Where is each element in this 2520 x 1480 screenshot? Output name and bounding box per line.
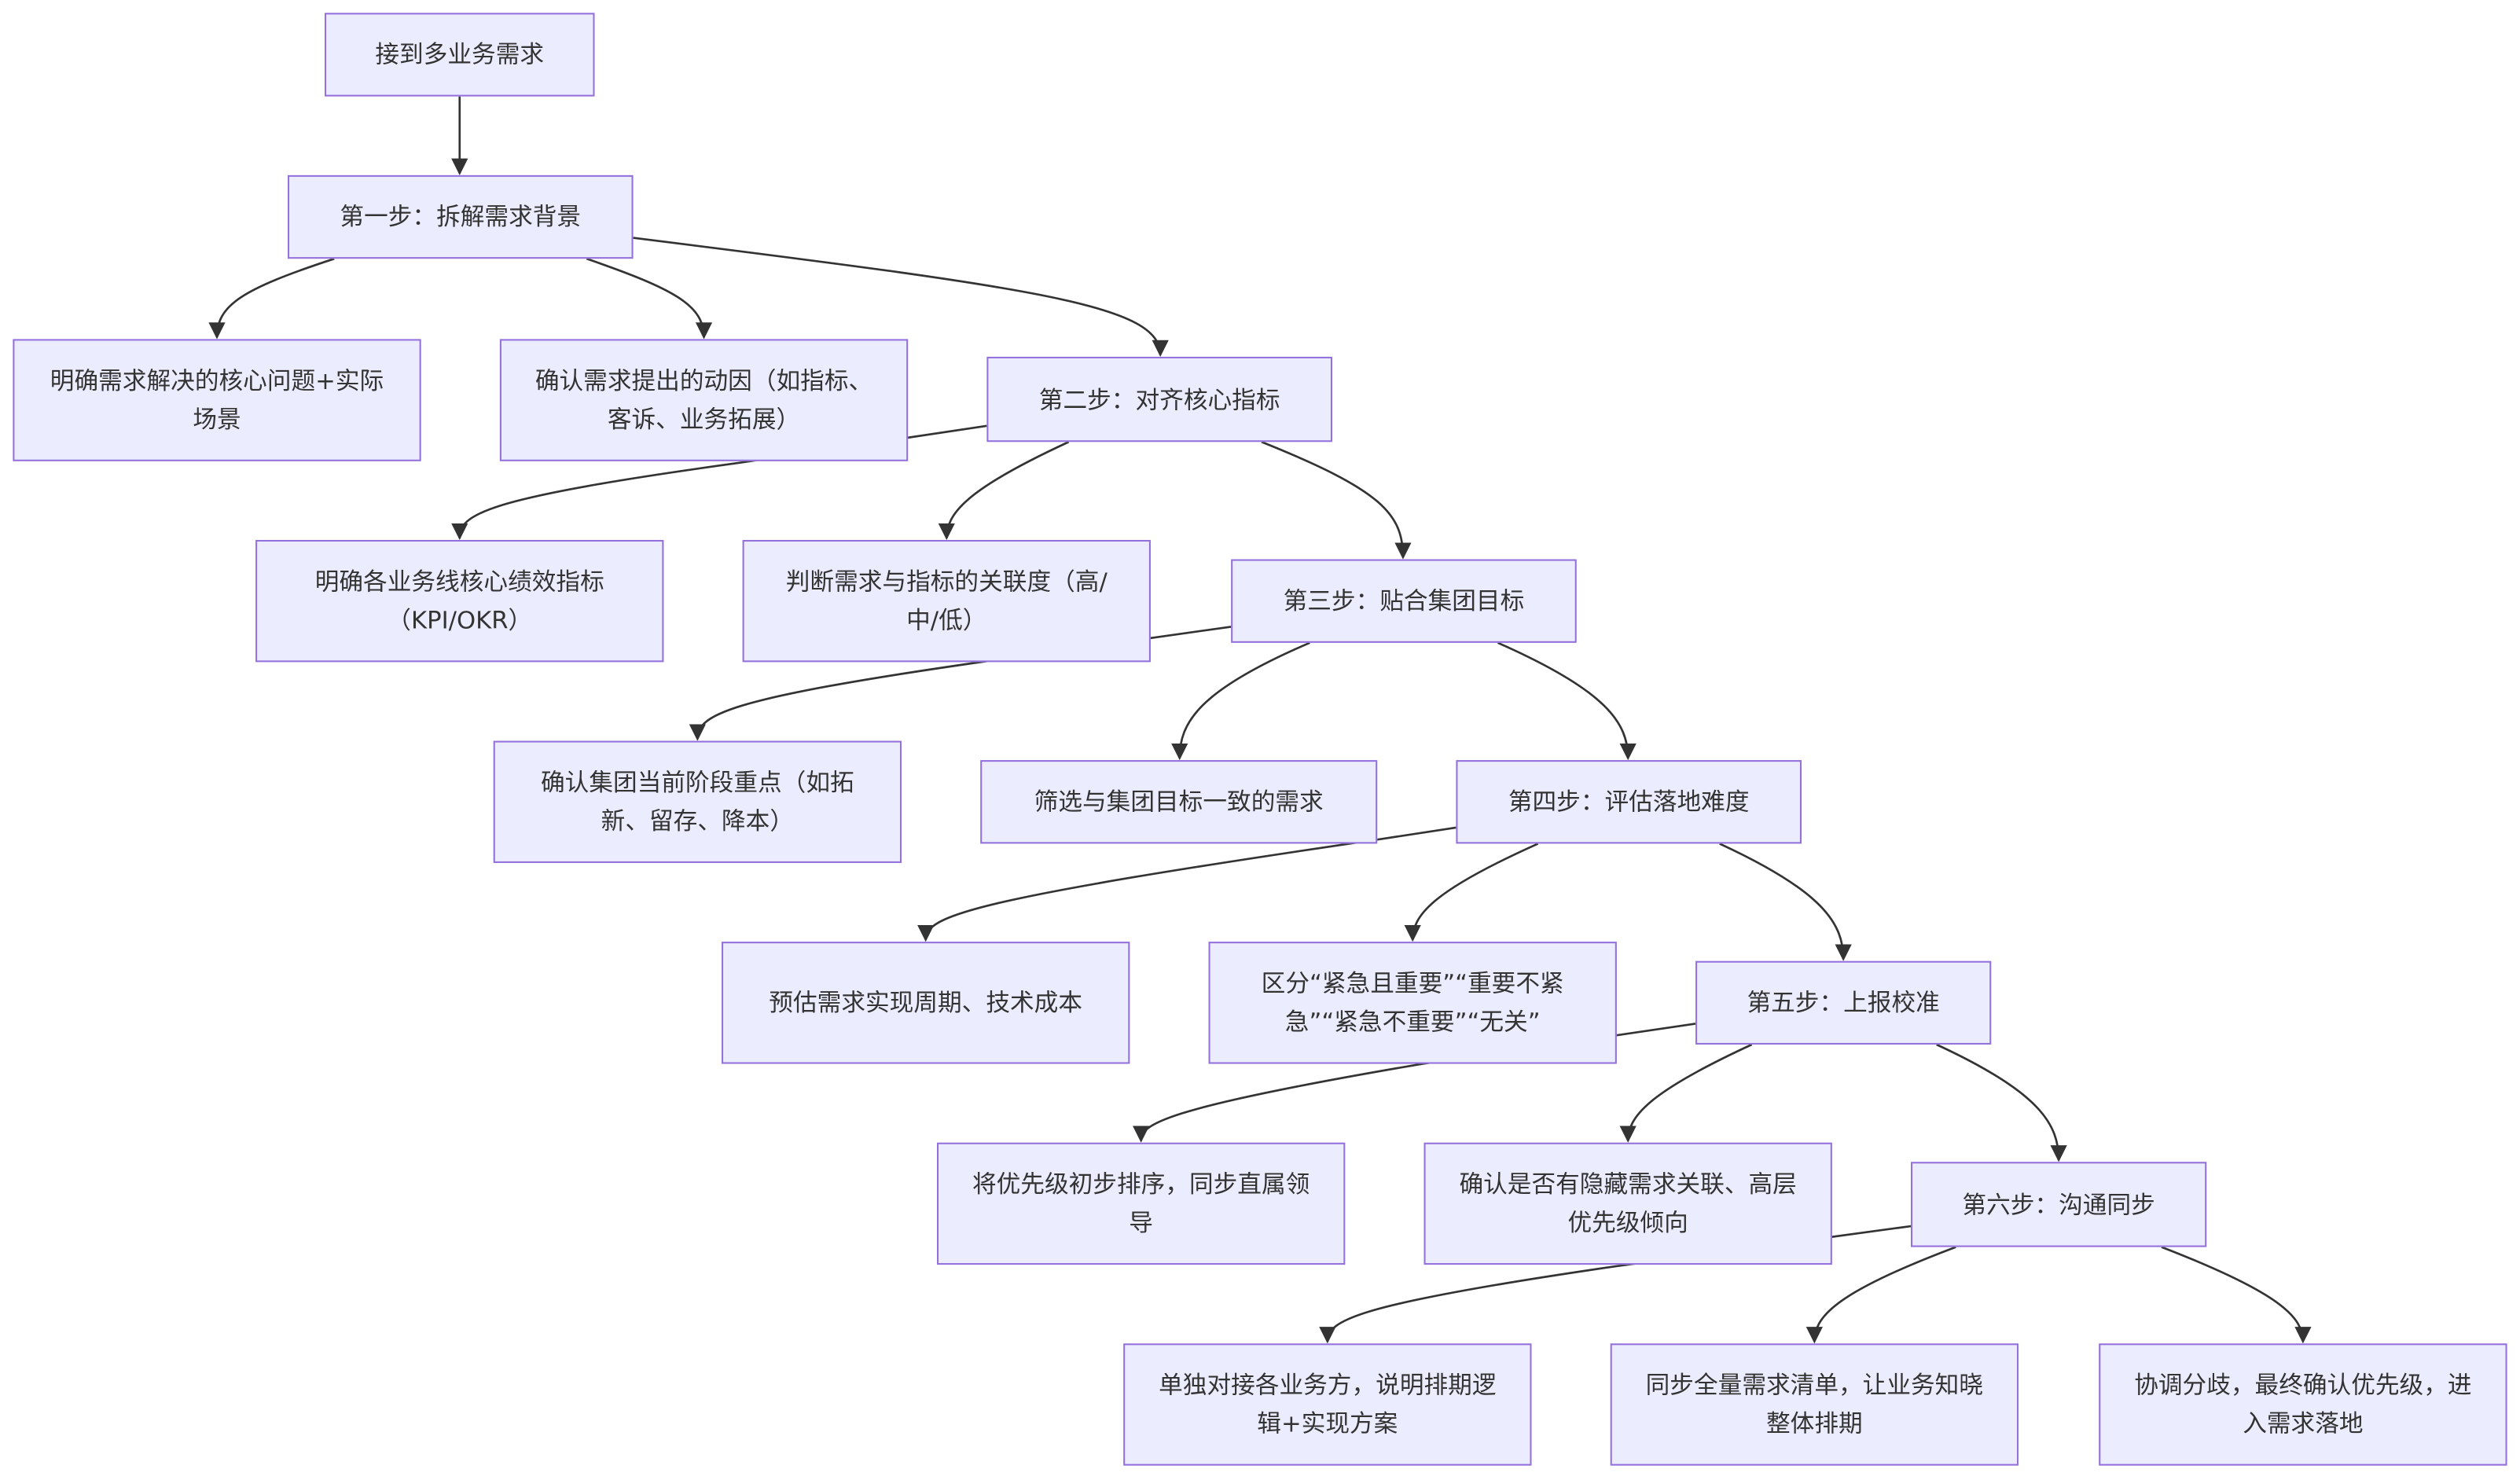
node-step5: 第五步：上报校准 — [1695, 960, 1992, 1045]
node-f1: 单独对接各业务方，说明排期逻辑+实现方案 — [1123, 1343, 1532, 1466]
edge-step5-to-step6 — [1936, 1043, 2067, 1162]
node-d1: 预估需求实现周期、技术成本 — [722, 942, 1130, 1064]
node-label: 明确需求解决的核心问题+实际场景 — [50, 366, 384, 435]
node-label: 同步全量需求清单，让业务知晓整体排期 — [1645, 1371, 1984, 1438]
node-e1: 将优先级初步排序，同步直属领导 — [937, 1142, 1346, 1265]
edge-step4-to-d1 — [917, 826, 1457, 942]
node-c2: 筛选与集团目标一致的需求 — [980, 760, 1378, 844]
edge-step2-to-b1 — [451, 424, 987, 541]
edge-step4-to-d2 — [1404, 843, 1539, 942]
node-step4: 第四步：评估落地难度 — [1456, 760, 1802, 844]
node-b1: 明确各业务线核心绩效指标（KPI/OKR） — [255, 539, 664, 663]
edge-step4-to-step5 — [1719, 843, 1852, 961]
edge-step6-to-f2 — [1806, 1246, 1956, 1344]
edge-step2-to-b2 — [938, 441, 1070, 541]
node-label: 预估需求实现周期、技术成本 — [769, 988, 1083, 1018]
node-label: 将优先级初步排序，同步直属领导 — [972, 1170, 1310, 1238]
node-d2: 区分“紧急且重要”“重要不紧急”“紧急不重要”“无关” — [1208, 942, 1617, 1064]
edge-step3-to-c2 — [1171, 641, 1310, 761]
edge-step6-to-f3 — [2161, 1246, 2312, 1344]
node-label: 第六步：沟通同步 — [1962, 1190, 2155, 1219]
node-c1: 确认集团当前阶段重点（如拓新、留存、降本） — [493, 740, 902, 863]
node-root: 接到多业务需求 — [325, 13, 595, 97]
node-step2: 第二步：对齐核心指标 — [986, 356, 1332, 443]
edge-step6-to-f1 — [1319, 1225, 1912, 1344]
node-label: 接到多业务需求 — [375, 40, 545, 69]
edge-step2-to-step3 — [1261, 441, 1412, 560]
edge-step1-to-a2 — [586, 257, 713, 340]
node-label: 第一步：拆解需求背景 — [340, 202, 582, 232]
edge-step3-to-c1 — [689, 626, 1232, 741]
node-e2: 确认是否有隐藏需求关联、高层优先级倾向 — [1423, 1142, 1832, 1265]
node-b2: 判断需求与指标的关联度（高/中/低） — [742, 539, 1151, 663]
node-f3: 协调分歧，最终确认优先级，进入需求落地 — [2099, 1343, 2507, 1466]
node-f2: 同步全量需求清单，让业务知晓整体排期 — [1610, 1343, 2019, 1466]
edge-step5-to-e1 — [1133, 1023, 1696, 1143]
node-label: 判断需求与指标的关联度（高/中/低） — [785, 567, 1108, 635]
edge-step5-to-e2 — [1619, 1043, 1753, 1143]
edge-step3-to-step4 — [1497, 641, 1637, 761]
node-label: 确认需求提出的动因（如指标、客诉、业务拓展） — [534, 366, 873, 435]
node-label: 第四步：评估落地难度 — [1508, 787, 1750, 817]
node-label: 筛选与集团目标一致的需求 — [1034, 787, 1324, 817]
node-a1: 明确需求解决的核心问题+实际场景 — [13, 339, 421, 461]
node-step1: 第一步：拆解需求背景 — [287, 174, 634, 259]
node-step3: 第三步：贴合集团目标 — [1231, 559, 1577, 643]
node-step6: 第六步：沟通同步 — [1911, 1162, 2207, 1247]
node-label: 第三步：贴合集团目标 — [1283, 586, 1525, 616]
node-label: 第五步：上报校准 — [1747, 988, 1940, 1018]
edge-step1-to-a1 — [208, 257, 335, 340]
node-label: 协调分歧，最终确认优先级，进入需求落地 — [2134, 1371, 2472, 1438]
node-label: 单独对接各业务方，说明排期逻辑+实现方案 — [1159, 1371, 1497, 1438]
node-label: 确认集团当前阶段重点（如拓新、留存、降本） — [540, 768, 854, 836]
node-label: 区分“紧急且重要”“重要不紧急”“紧急不重要”“无关” — [1261, 968, 1564, 1037]
node-a2: 确认需求提出的动因（如指标、客诉、业务拓展） — [499, 339, 909, 461]
node-label: 确认是否有隐藏需求关联、高层优先级倾向 — [1459, 1170, 1797, 1238]
node-label: 明确各业务线核心绩效指标（KPI/OKR） — [314, 567, 604, 635]
node-label: 第二步：对齐核心指标 — [1038, 384, 1280, 414]
edge-step1-to-step2 — [633, 237, 1169, 357]
